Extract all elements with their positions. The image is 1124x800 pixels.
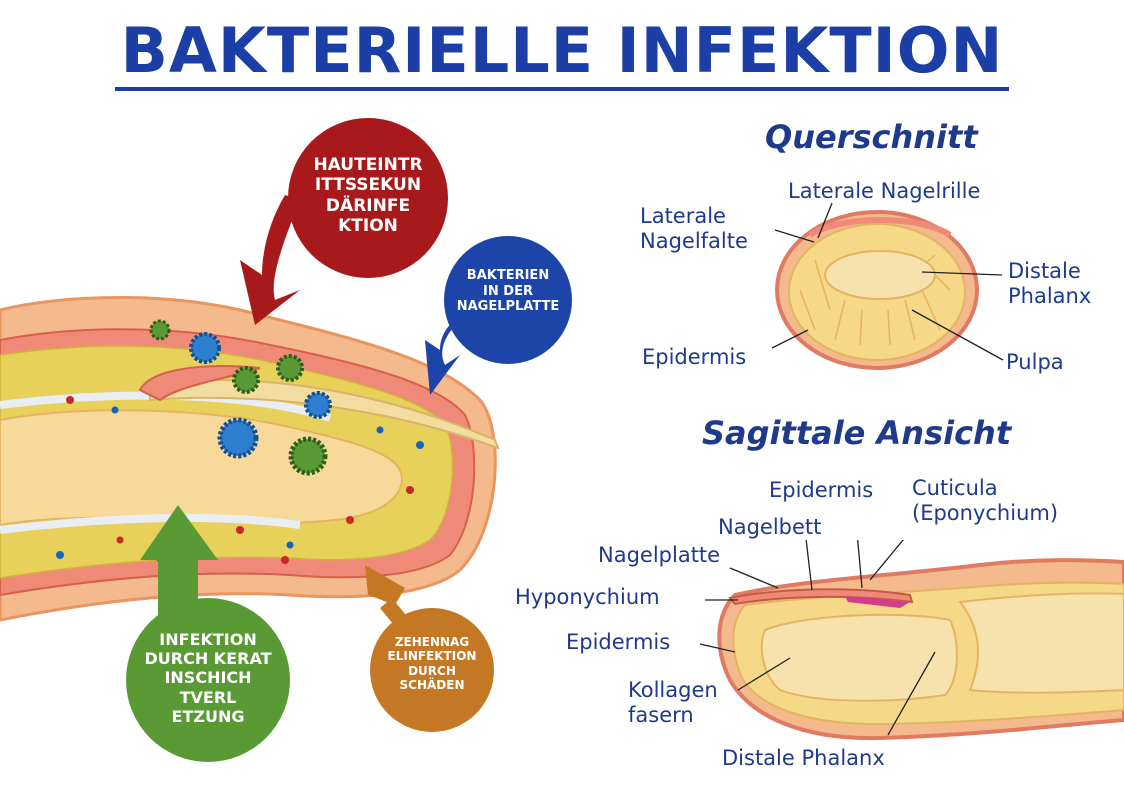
label-lateral-groove: Laterale Nagelrille [788, 179, 981, 203]
bacterium-icon [217, 417, 259, 459]
tendon-lower [0, 514, 301, 534]
bacterium-icon [189, 332, 221, 364]
label-epidermis-cs: Epidermis [642, 345, 747, 369]
cross-section-title: Querschnitt [765, 118, 978, 156]
page-title: BAKTERIELLE INFEKTION [0, 14, 1124, 91]
label-distal-phalanx-sag: Distale Phalanx [722, 746, 885, 770]
label-nail-plate: Nagelplatte [598, 543, 721, 567]
cross-section-leaders [771, 202, 1004, 361]
sagittal-matrix [845, 596, 910, 608]
label-pulpa: Pulpa [1006, 350, 1064, 374]
nail-fold [138, 365, 261, 402]
orange-bubble-text: ZEHENNAG ELINFEKTION DURCH SCHÄDEN [387, 635, 477, 693]
blue-bubble-text: BAKTERIEN IN DER NAGELPLATTE [456, 268, 560, 315]
bacterium-icon [288, 436, 328, 476]
label-nail-bed: Nagelbett [718, 515, 822, 539]
bacteria-cluster [149, 319, 332, 476]
label-collagen: Kollagen fasern [628, 678, 718, 727]
label-distal-phalanx-cs: Distale Phalanx [1008, 259, 1092, 308]
green-bubble [126, 598, 290, 762]
label-epidermis-top: Epidermis [769, 478, 874, 502]
orange-bubble [370, 608, 494, 732]
cross-section-nail [808, 217, 952, 238]
sagittal-bone-2 [958, 592, 1124, 694]
label-hyponychium: Hyponychium [515, 585, 660, 609]
bacterium-icon [149, 319, 171, 341]
bacterium-icon [304, 391, 332, 419]
orange-arrow [365, 565, 410, 630]
label-lateral-fold: Laterale Nagelfalte [640, 204, 748, 253]
blue-bubble [444, 236, 572, 364]
red-bubble-text: HAUTEINTR ITTSSEKUN DÄRINFE KTION [313, 155, 423, 237]
label-cuticula: Cuticula (Eponychium) [912, 476, 1059, 525]
sagittal-bone [760, 613, 958, 702]
cross-section-bone [824, 250, 936, 300]
sagittal-leaders [699, 540, 936, 736]
sagittal-diagram [699, 540, 1124, 741]
sagittal-nail [728, 588, 914, 606]
red-bubble [288, 118, 448, 278]
page-title-text: BAKTERIELLE INFEKTION [114, 14, 1010, 91]
green-arrow [140, 505, 218, 620]
sagittal-title: Sagittale Ansicht [702, 414, 1012, 452]
red-arrow [240, 195, 300, 325]
blue-arrow [425, 315, 460, 395]
bacterium-icon [276, 354, 304, 382]
green-bubble-text: INFEKTION DURCH KERAT INSCHICH TVERL ETZ… [144, 630, 272, 726]
toe-illustration [0, 118, 572, 762]
bacterium-icon [232, 366, 260, 394]
cross-section-diagram [771, 202, 1004, 370]
label-epidermis-sag: Epidermis [566, 630, 671, 654]
